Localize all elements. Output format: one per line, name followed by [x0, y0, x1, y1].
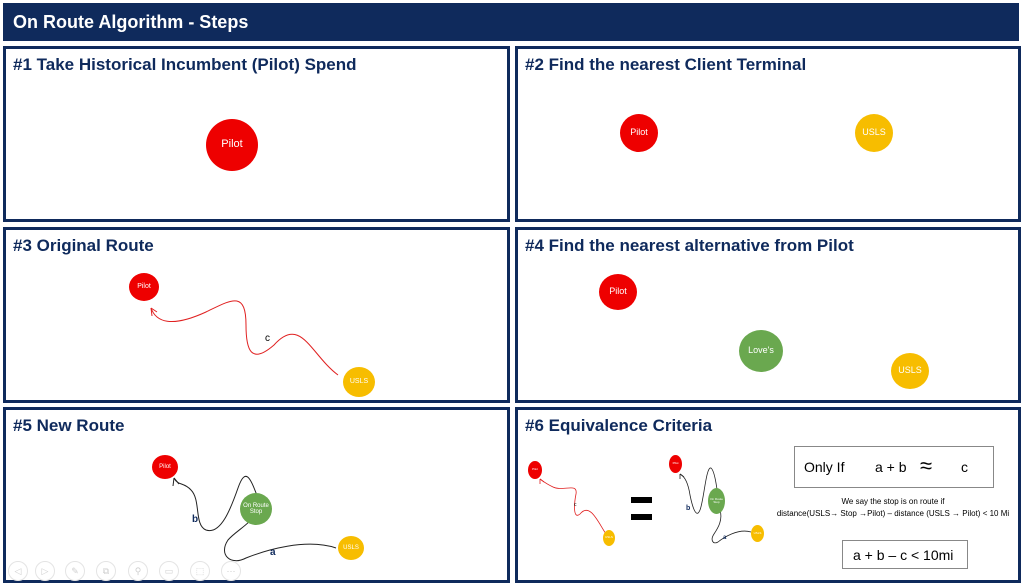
mini-original-route [539, 478, 607, 535]
more-options-button[interactable]: ⋯ [221, 561, 241, 581]
original-route [150, 300, 339, 376]
pen-tool-button[interactable]: ✎ [65, 561, 85, 581]
panel-title: #3 Original Route [13, 236, 154, 255]
pilot-node: Pilot [152, 455, 178, 479]
all-slides-button[interactable]: ⧉ [96, 561, 116, 581]
approx-symbol: ≈ [920, 453, 933, 478]
panel-title: #2 Find the nearest Client Terminal [525, 55, 807, 74]
mini-pilot-node: Pilot [528, 461, 542, 479]
title-bar: On Route Algorithm - Steps [3, 3, 1019, 41]
inequality-text: a + b – c < 10mi [853, 547, 954, 563]
mini-usls-node: USLS [751, 525, 764, 542]
pilot-node: Pilot [129, 273, 159, 301]
subtitles-button[interactable]: ▭ [159, 561, 179, 581]
route-label-b: b [192, 514, 199, 525]
pilot-node: Pilot [206, 119, 258, 171]
formula-rhs: c [961, 459, 968, 475]
usls-node: USLS [855, 114, 893, 152]
equals-sign-bottom [631, 514, 652, 520]
mini-on-route-stop-node: On Route Stop [708, 488, 725, 514]
new-route [172, 475, 337, 562]
loves-node: Love's [739, 330, 783, 372]
mini-route-label-b: b [686, 505, 691, 512]
panel-title: #1 Take Historical Incumbent (Pilot) Spe… [13, 55, 357, 74]
equals-sign-top [631, 497, 652, 503]
panel-step-5: #5 New Route Pilot On Route Stop USLS a … [3, 407, 510, 583]
on-route-stop-node: On Route Stop [240, 493, 272, 525]
pilot-node: Pilot [599, 274, 637, 310]
zoom-button[interactable]: ⚲ [128, 561, 148, 581]
pilot-node: Pilot [620, 114, 658, 152]
panel-step-2: #2 Find the nearest Client Terminal Pilo… [515, 46, 1021, 222]
route-label-a: a [270, 547, 276, 558]
usls-node: USLS [343, 367, 375, 397]
mini-new-route [679, 467, 752, 544]
next-slide-button[interactable]: ▷ [35, 561, 55, 581]
mini-route-label-c: c [574, 502, 577, 508]
only-if-box: Only If a + b ≈ c [794, 446, 994, 488]
route-label-c: c [265, 333, 270, 344]
panel-title: #4 Find the nearest alternative from Pil… [525, 236, 854, 255]
mini-route-label-a: a [723, 535, 727, 541]
on-route-explanation-line-1: We say the stop is on route if [841, 497, 945, 506]
usls-node: USLS [891, 353, 929, 389]
inequality-box: a + b – c < 10mi [842, 540, 968, 569]
prev-slide-button[interactable]: ◁ [8, 561, 28, 581]
panel-step-4: #4 Find the nearest alternative from Pil… [515, 227, 1021, 403]
only-if-label: Only If [804, 459, 845, 475]
mini-usls-node: USLS [603, 530, 615, 546]
panel-title: #6 Equivalence Criteria [525, 416, 713, 435]
panel-step-6: #6 Equivalence Criteria Pilot USLS c Pil… [515, 407, 1021, 583]
panel-step-3: #3 Original Route Pilot USLS c [3, 227, 510, 403]
on-route-explanation-line-2: distance(USLS→ Stop →Pilot) – distance (… [776, 509, 1010, 518]
formula-lhs: a + b [875, 459, 907, 475]
camera-button[interactable]: ⬚ [190, 561, 210, 581]
usls-node: USLS [338, 536, 364, 560]
panel-step-1: #1 Take Historical Incumbent (Pilot) Spe… [3, 46, 510, 222]
panel-title: #5 New Route [13, 416, 125, 435]
mini-pilot-node: Pilot [669, 455, 682, 473]
page-title: On Route Algorithm - Steps [13, 12, 249, 32]
